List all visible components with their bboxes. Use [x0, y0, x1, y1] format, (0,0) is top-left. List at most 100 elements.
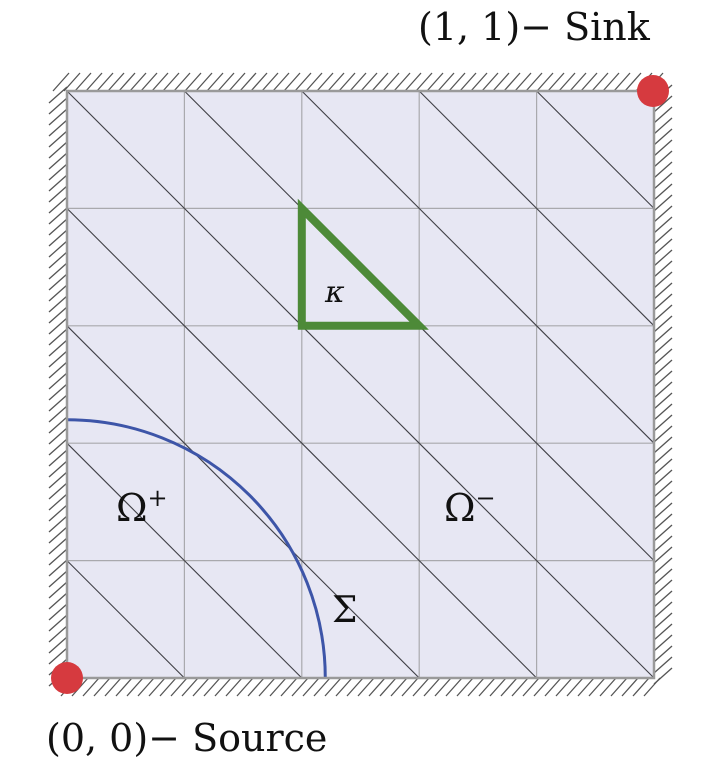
hatch-mark-top: [448, 72, 466, 92]
mesh-diagonal: [301, 442, 420, 561]
hatch-mark-top: [129, 72, 147, 92]
hatch-mark-left: [48, 603, 68, 621]
hatch-mark-left: [48, 361, 68, 379]
hatch-mark-top: [514, 72, 532, 92]
hatch-mark-left: [48, 317, 68, 335]
hatch-mark-right: [653, 392, 673, 410]
hatch-mark-left: [48, 339, 68, 357]
mesh-diagonal: [536, 208, 655, 327]
hatch-mark-left: [48, 438, 68, 456]
hatch-mark-right: [653, 150, 673, 168]
hatch-mark-right: [653, 205, 673, 223]
hatch-mark-top: [173, 72, 191, 92]
hatch-mark-top: [151, 72, 169, 92]
hatch-mark-left: [48, 427, 68, 445]
hatch-mark-top: [470, 72, 488, 92]
hatch-mark-right: [653, 656, 673, 674]
hatch-mark-left: [48, 119, 68, 137]
hatch-mark-top: [580, 72, 598, 92]
hatch-mark-left: [48, 174, 68, 192]
hatch-mark-left: [48, 592, 68, 610]
hatch-mark-left: [48, 196, 68, 214]
mesh-diagonal: [418, 442, 537, 561]
hatch-mark-right: [653, 502, 673, 520]
hatch-mark-bottom: [148, 677, 166, 697]
hatch-mark-left: [48, 625, 68, 643]
hatch-mark-right: [653, 612, 673, 630]
hatch-mark-right: [653, 216, 673, 234]
hatch-mark-left: [48, 141, 68, 159]
hatch-mark-right: [653, 579, 673, 597]
hatch-mark-top: [107, 72, 125, 92]
hatch-mark-top: [558, 72, 576, 92]
hatch-mark-top: [250, 72, 268, 92]
hatch-mark-bottom: [82, 677, 100, 697]
hatch-mark-top: [184, 72, 202, 92]
hatch-mark-left: [48, 372, 68, 390]
mesh-diagonal: [184, 208, 303, 327]
hatch-mark-right: [653, 304, 673, 322]
hatch-mark-top: [195, 72, 213, 92]
hatch-mark-bottom: [192, 677, 210, 697]
mesh-diagonal: [418, 208, 537, 327]
hatch-mark-right: [653, 425, 673, 443]
hatch-mark-top: [569, 72, 587, 92]
hatch-mark-bottom: [93, 677, 111, 697]
hatch-mark-top: [382, 72, 400, 92]
hatch-mark-right: [653, 359, 673, 377]
hatch-mark-left: [48, 108, 68, 126]
hatch-mark-top: [206, 72, 224, 92]
hatch-mark-right: [653, 117, 673, 135]
hatch-mark-top: [52, 72, 70, 92]
hatch-mark-right: [653, 337, 673, 355]
hatch-mark-bottom: [555, 677, 573, 697]
hatch-mark-top: [360, 72, 378, 92]
hatch-mark-bottom: [379, 677, 397, 697]
hatch-mark-right: [653, 513, 673, 531]
hatch-mark-top: [481, 72, 499, 92]
hatch-mark-left: [48, 471, 68, 489]
hatch-mark-left: [48, 207, 68, 225]
hatch-mark-left: [48, 229, 68, 247]
mesh-diagonal: [536, 442, 655, 561]
hatch-mark-bottom: [577, 677, 595, 697]
hatch-mark-top: [415, 72, 433, 92]
hatch-mark-left: [48, 394, 68, 412]
hatch-mark-bottom: [434, 677, 452, 697]
mesh-diagonal: [301, 325, 420, 444]
hatch-mark-bottom: [533, 677, 551, 697]
hatch-mark-right: [653, 414, 673, 432]
sigma-label: Σ: [332, 590, 357, 631]
hatch-mark-bottom: [610, 677, 628, 697]
hatch-mark-top: [96, 72, 114, 92]
hatch-mark-top: [74, 72, 92, 92]
hatch-mark-right: [653, 128, 673, 146]
hatch-mark-right: [653, 436, 673, 454]
mesh-diagonal: [418, 325, 537, 444]
hatch-mark-bottom: [522, 677, 540, 697]
hatch-mark-left: [48, 86, 68, 104]
mesh-diagonal: [418, 560, 537, 679]
mesh-diagonal: [301, 90, 420, 209]
hatch-mark-bottom: [137, 677, 155, 697]
sink-point: [637, 75, 669, 107]
hatch-mark-right: [653, 535, 673, 553]
hatch-mark-left: [48, 240, 68, 258]
hatch-mark-top: [404, 72, 422, 92]
hatch-mark-left: [48, 295, 68, 313]
hatch-mark-bottom: [467, 677, 485, 697]
hatch-mark-bottom: [621, 677, 639, 697]
hatch-mark-top: [349, 72, 367, 92]
hatch-mark-top: [393, 72, 411, 92]
mesh-diagonal: [66, 560, 185, 679]
hatch-mark-left: [48, 559, 68, 577]
hatch-mark-left: [48, 493, 68, 511]
hatch-mark-bottom: [225, 677, 243, 697]
hatch-mark-bottom: [324, 677, 342, 697]
hatch-mark-bottom: [632, 677, 650, 697]
mesh-diagonal: [184, 90, 303, 209]
hatch-mark-bottom: [302, 677, 320, 697]
hatch-mark-top: [437, 72, 455, 92]
hatch-mark-right: [653, 601, 673, 619]
